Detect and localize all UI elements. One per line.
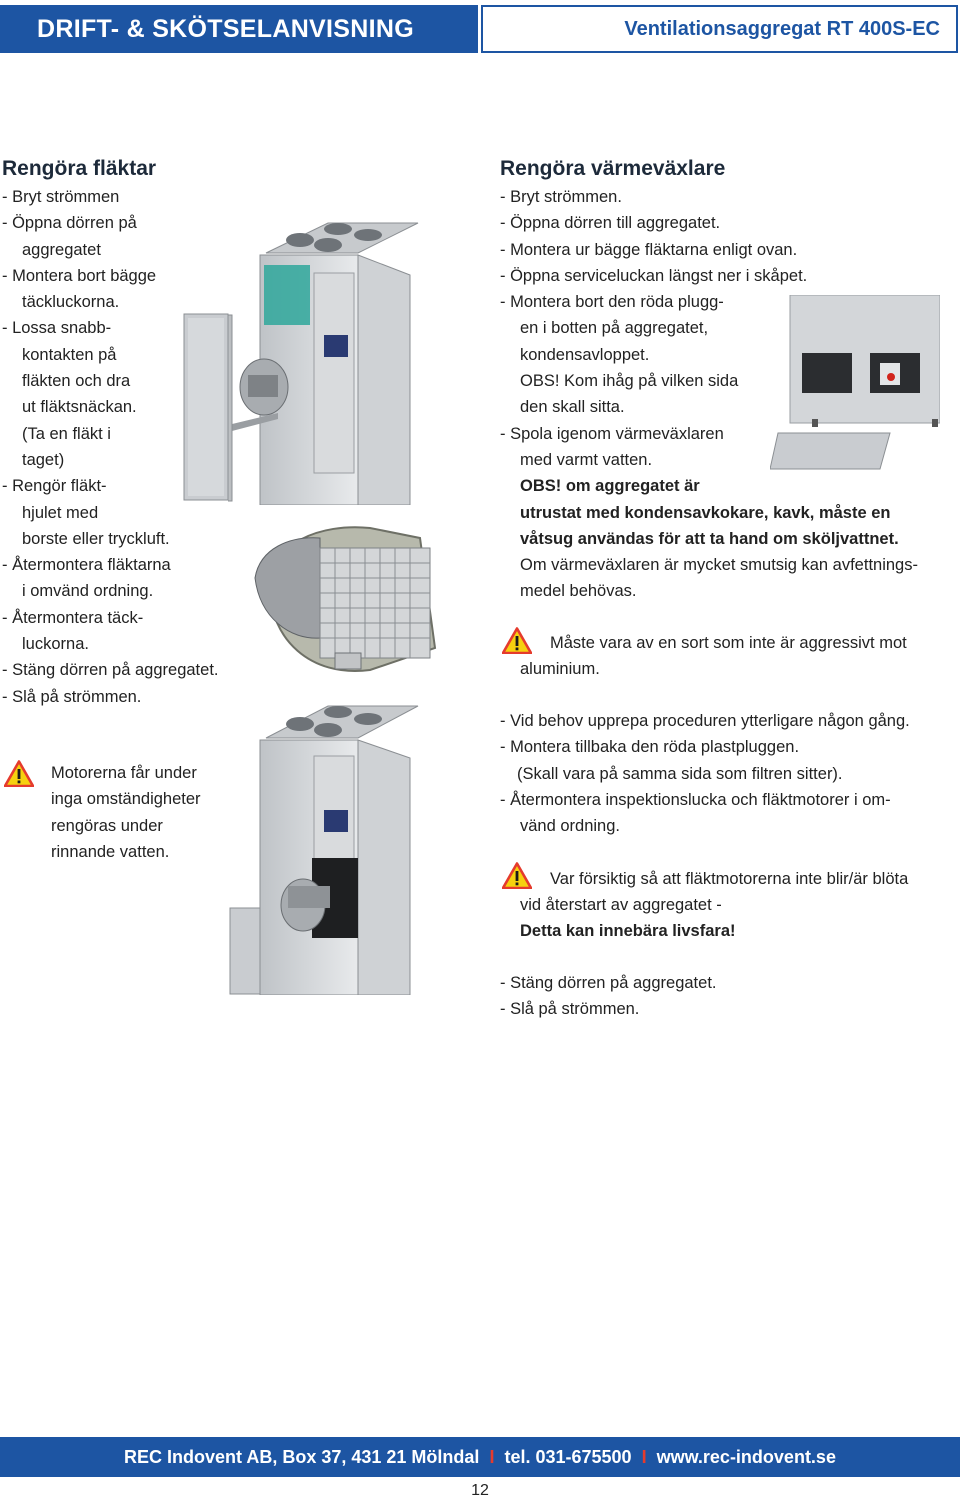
step-line: - Montera tillbaka den röda plastpluggen… (500, 738, 800, 757)
step-line: - Återmontera täck- (2, 608, 144, 627)
unit-service-hatch-illustration (229, 705, 419, 995)
step-line: - Lossa snabb- (2, 319, 112, 338)
step-line: - Återmontera inspektionslucka och fläkt… (500, 790, 891, 809)
header-product-block: Ventilationsaggregat RT 400S-EC (481, 5, 958, 53)
unit-open-door-illustration (228, 222, 419, 505)
step-line: Om värmeväxlaren är mycket smutsig kan a… (520, 556, 918, 575)
warning-icon (4, 760, 34, 787)
heat-exchanger-steps: - Bryt strömmen. - Öppna dörren till agg… (500, 184, 918, 605)
fan-scroll-illustration (254, 526, 437, 673)
step-line: - Slå på strömmen. (500, 1000, 640, 1019)
step-line: fläkten och dra (22, 372, 131, 391)
step-line: - Montera bort den röda plugg- (500, 293, 724, 312)
important-note-line: utrustat med kondensavkokare, kavk, måst… (520, 503, 891, 522)
aluminium-warning-line2: aluminium. (520, 660, 600, 678)
product-title: Ventilationsaggregat RT 400S-EC (624, 17, 940, 40)
footer-bar: REC Indovent AB, Box 37, 431 21 Mölndal … (0, 1437, 960, 1477)
warning-line: rinnande vatten. (51, 842, 170, 861)
step-line: - Återmontera fläktarna (2, 556, 171, 575)
step-line: (Ta en fläkt i (22, 424, 111, 443)
reassembly-steps: - Vid behov upprepa proceduren ytterliga… (500, 708, 910, 839)
header-title-block: DRIFT- & SKÖTSELANVISNING (0, 5, 478, 53)
step-line: i omvänd ordning. (22, 582, 154, 601)
section-title-heat-exchanger: Rengöra värmeväxlare (500, 157, 726, 180)
step-line: täckluckorna. (22, 293, 120, 312)
step-line: - Spola igenom värmeväxlaren (500, 424, 724, 443)
step-line: luckorna. (22, 635, 89, 654)
step-line: aggregatet (22, 240, 101, 259)
step-line: OBS! Kom ihåg på vilken sida (520, 372, 739, 391)
warning-line: inga omständigheter (51, 790, 201, 809)
footer-website: www.rec-indovent.se (656, 1446, 836, 1467)
step-line: vänd ordning. (520, 817, 620, 836)
step-line: en i botten på aggregatet, (520, 319, 709, 338)
section-title-fans: Rengöra fläktar (2, 157, 157, 180)
step-line: med varmt vatten. (520, 450, 653, 469)
important-note-line: OBS! om aggregatet är (520, 477, 700, 496)
page-number: 12 (471, 1482, 489, 1499)
warning-icon (502, 862, 532, 889)
step-line: - Öppna dörren till aggregatet. (500, 214, 721, 233)
step-line: borste eller tryckluft. (22, 529, 170, 548)
step-line: ut fläktsnäckan. (22, 398, 137, 417)
step-line: den skall sitta. (520, 398, 625, 417)
warning-line: Motorerna får under (51, 764, 197, 782)
wet-motor-warning-line2: vid återstart av aggregatet - (520, 896, 722, 914)
footer-separator: I (641, 1446, 647, 1467)
important-note-line: våtsug användas för att ta hand om skölj… (520, 529, 899, 548)
step-line: medel behövas. (520, 582, 637, 601)
aluminium-warning-line1: Måste vara av en sort som inte är aggres… (550, 634, 907, 652)
warning-line: rengöras under (51, 816, 163, 835)
footer-phone: tel. 031-675500 (504, 1446, 632, 1467)
condensate-plug-illustration (770, 295, 940, 470)
fan-cleaning-steps: - Bryt strömmen - Öppna dörren på aggreg… (2, 184, 218, 710)
wet-motor-warning-line1: Var försiktig så att fläktmotorerna inte… (550, 870, 909, 888)
step-line: - Stäng dörren på aggregatet. (2, 661, 219, 680)
step-line: - Öppna dörren på (2, 214, 137, 233)
step-line: - Bryt strömmen (2, 188, 120, 206)
step-line: - Rengör fläkt- (2, 477, 107, 496)
footer-company: REC Indovent AB, Box 37, 431 21 Mölndal (124, 1446, 480, 1467)
footer-separator: I (489, 1446, 495, 1467)
warning-icon (502, 627, 532, 654)
step-line: - Öppna serviceluckan längst ner i skåpe… (500, 266, 808, 285)
step-line: - Vid behov upprepa proceduren ytterliga… (500, 712, 910, 730)
danger-note: Detta kan innebära livsfara! (520, 922, 736, 940)
step-line: - Slå på strömmen. (2, 687, 142, 706)
step-line: - Bryt strömmen. (500, 188, 622, 206)
step-line: - Stäng dörren på aggregatet. (500, 974, 717, 992)
final-steps: - Stäng dörren på aggregatet. - Slå på s… (500, 970, 716, 1023)
step-line: - Montera bort bägge (2, 266, 157, 285)
step-line: kondensavloppet. (520, 345, 650, 364)
cover-panel-illustration (183, 313, 229, 501)
fan-warning-text: Motorerna får under inga omständigheter … (51, 760, 201, 865)
step-line: kontakten på (22, 345, 117, 364)
step-line: taget) (22, 450, 65, 469)
step-line: hjulet med (22, 503, 99, 522)
step-line: - Montera ur bägge fläktarna enligt ovan… (500, 240, 798, 259)
step-line: (Skall vara på samma sida som filtren si… (517, 764, 843, 783)
document-title: DRIFT- & SKÖTSELANVISNING (37, 14, 414, 43)
